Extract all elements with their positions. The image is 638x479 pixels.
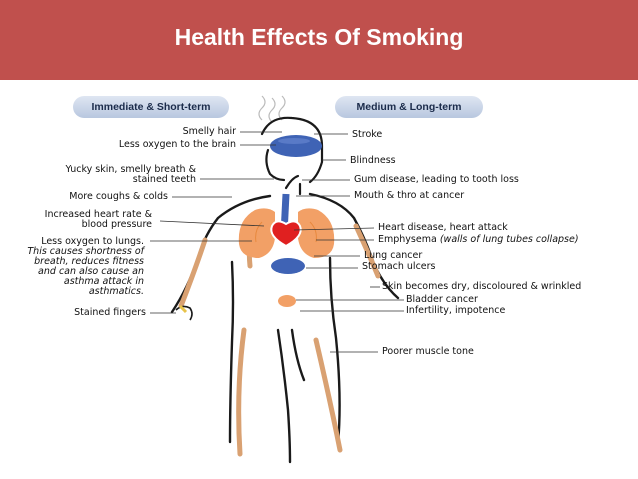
label-less-oxygen-brain: Less oxygen to the brain [118, 139, 236, 150]
label-stained-fingers: Stained fingers [74, 307, 146, 318]
label-emphysema: Emphysema (walls of lung tubes collapse) [378, 235, 579, 245]
label-bladder-cancer: Bladder cancer [406, 294, 478, 305]
label-lung-cancer: Lung cancer [364, 250, 423, 261]
label-emphysema-note: (walls of lung tubes collapse) [439, 234, 579, 245]
label-emphysema-name: Emphysema [378, 234, 437, 245]
lungs-icon [238, 208, 335, 258]
title-banner [0, 0, 638, 80]
right-pointer-lines [293, 133, 404, 353]
label-mouth-throat-cancer: Mouth & thro at cancer [354, 190, 465, 201]
label-blindness: Blindness [350, 155, 396, 166]
label-yucky-skin: Yucky skin, smelly breath & stained teet… [65, 164, 196, 185]
label-infertility: Infertility, impotence [406, 305, 506, 316]
label-gum-disease: Gum disease, leading to tooth loss [354, 174, 519, 185]
smoke-wisps [258, 95, 286, 123]
stomach-icon [271, 258, 305, 274]
label-poorer-muscle-tone: Poorer muscle tone [382, 346, 474, 357]
left-pointer-lines [150, 131, 282, 314]
label-increased-heart-rate: Increased heart rate & blood pressure [44, 209, 152, 230]
skin-shading [178, 223, 381, 457]
label-less-oxygen-lungs: Less oxygen to lungs. [41, 236, 144, 247]
stained-fingers-icon [178, 304, 188, 314]
label-skin-dry: Skin becomes dry, discoloured & wrinkled [382, 281, 582, 292]
label-stroke: Stroke [352, 129, 383, 140]
head-outline [260, 116, 324, 196]
label-shortness-of-breath: This causes shortness of breath, reduces… [27, 246, 144, 297]
label-smelly-hair: Smelly hair [182, 126, 236, 137]
page-title: Health Effects Of Smoking [174, 24, 464, 50]
header-immediate: Immediate & Short-term [73, 96, 229, 118]
label-heart-disease: Heart disease, heart attack [378, 222, 508, 233]
heart-icon [270, 220, 302, 248]
bladder-icon [278, 295, 296, 307]
header-long-term: Medium & Long-term [335, 96, 483, 118]
label-more-coughs: More coughs & colds [69, 191, 168, 202]
label-stomach-ulcers: Stomach ulcers [362, 261, 436, 272]
